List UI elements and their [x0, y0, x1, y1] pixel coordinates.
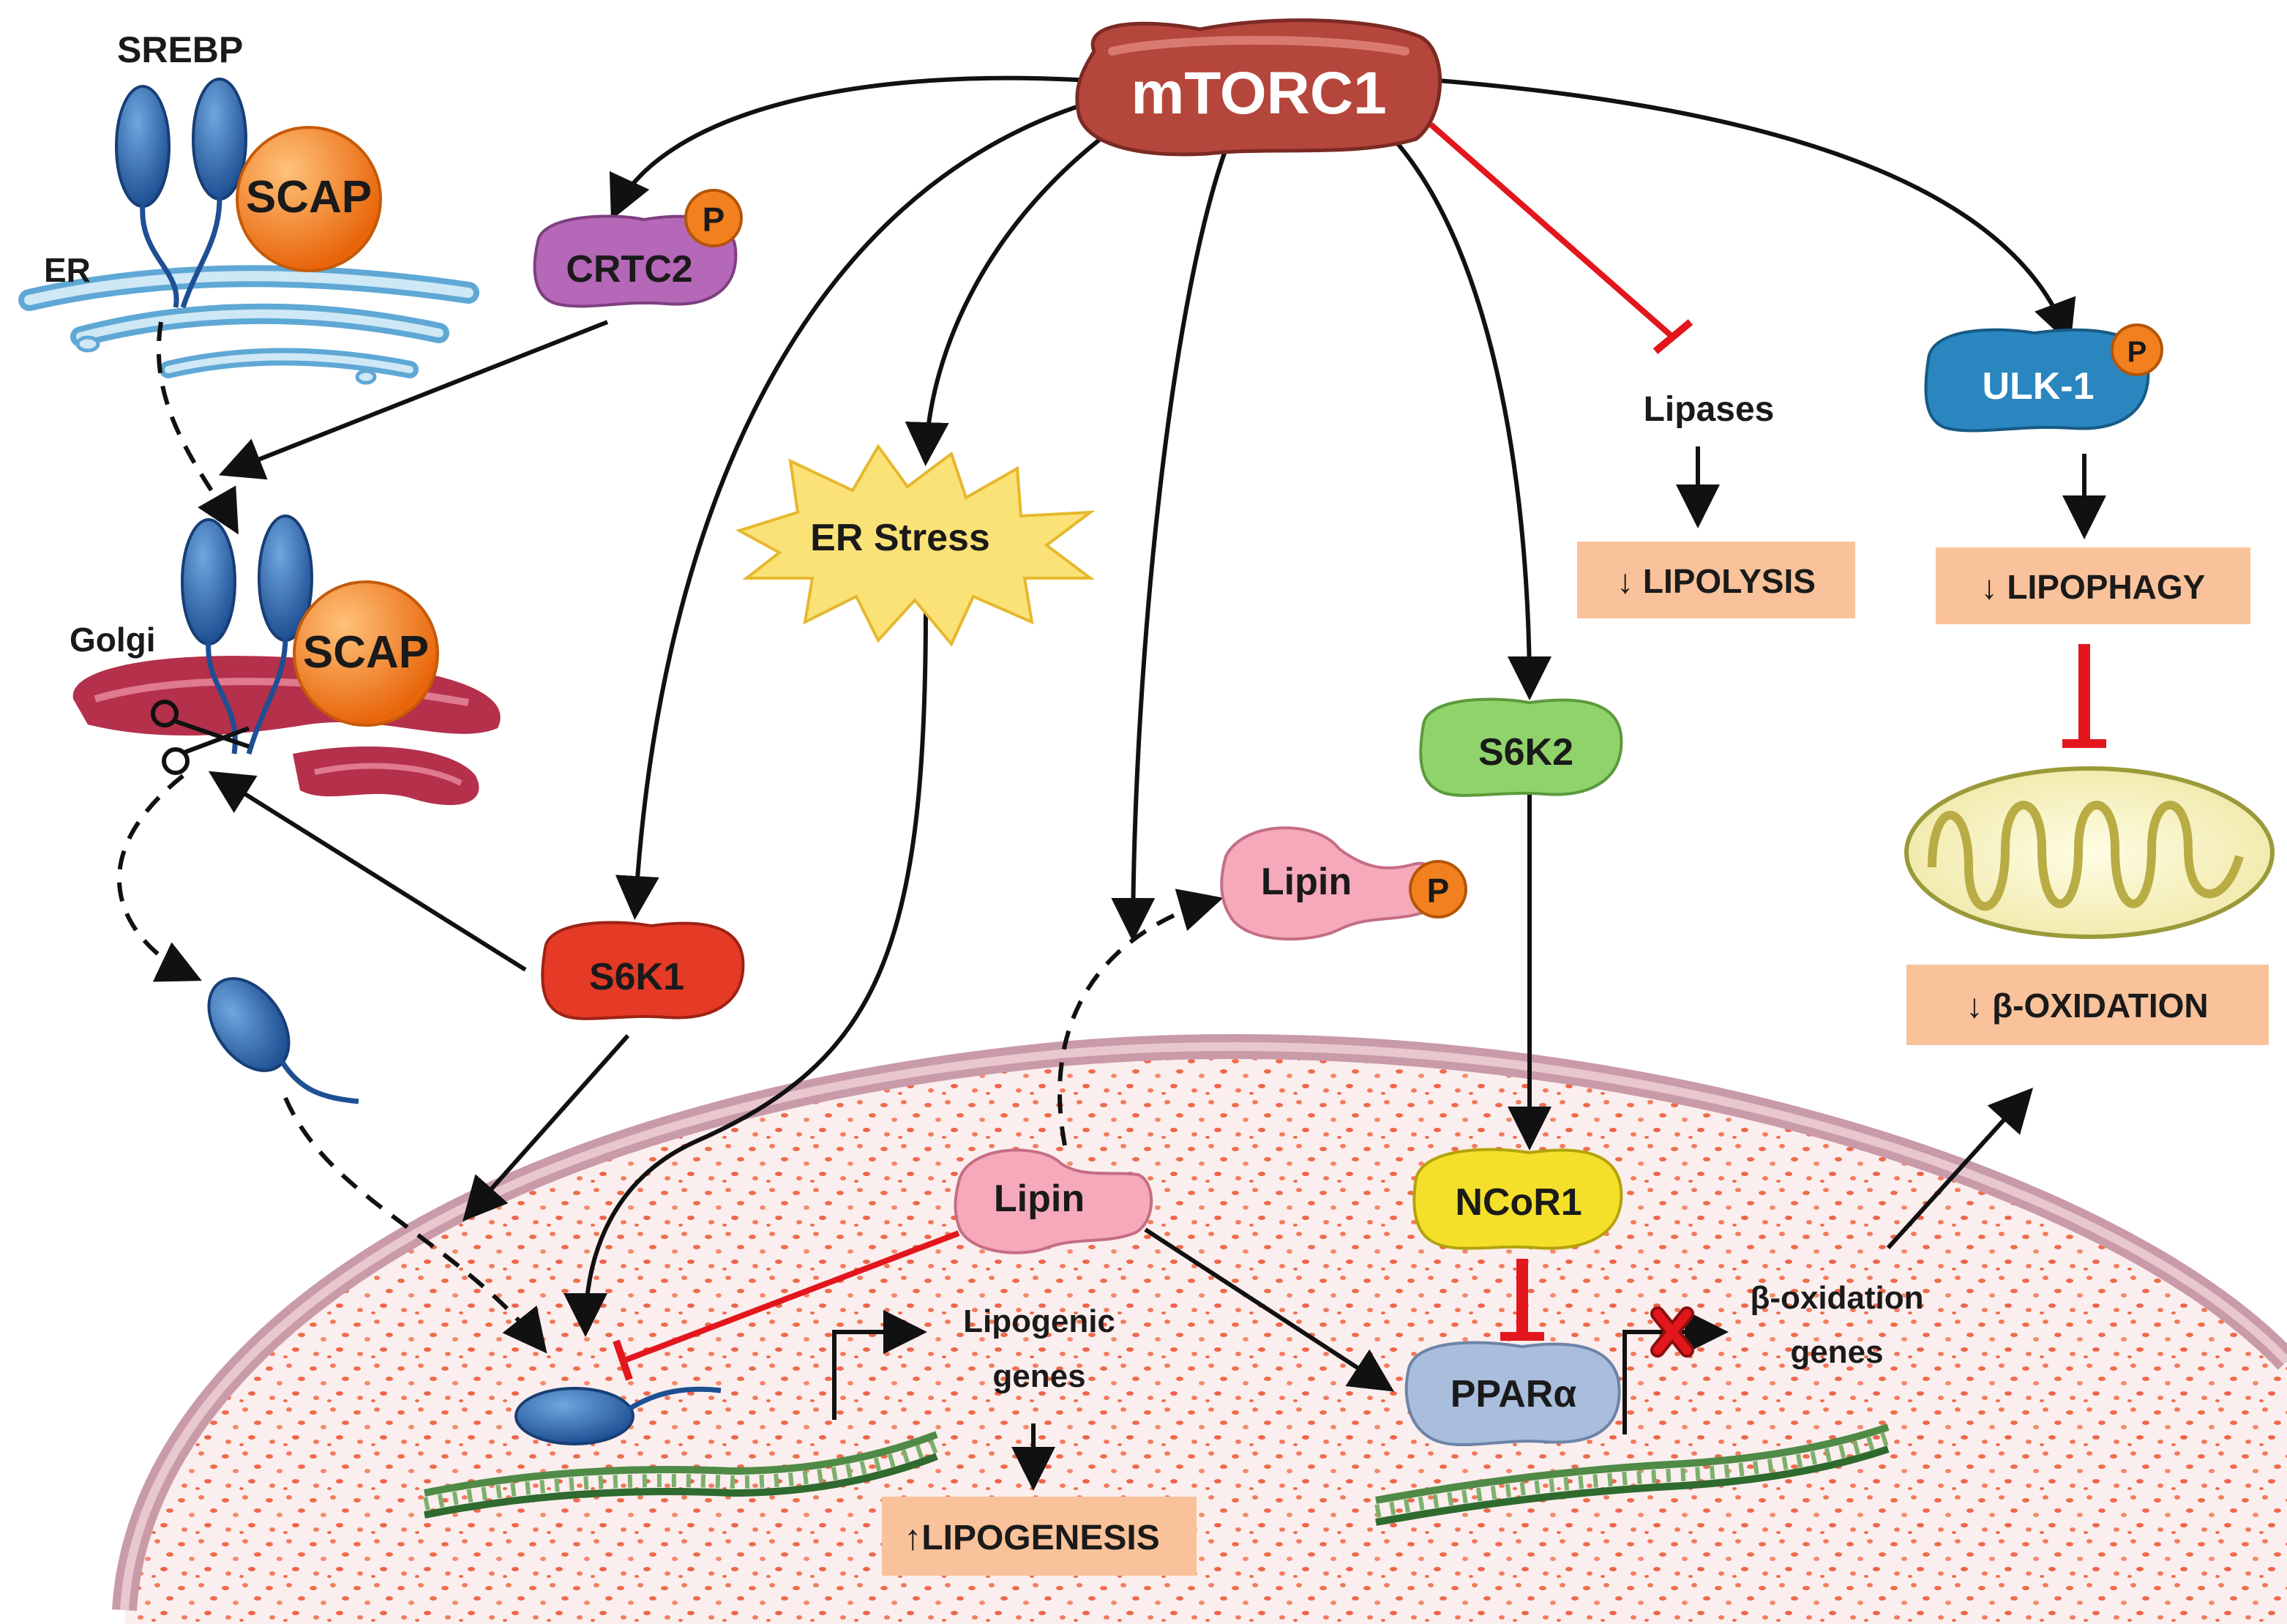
srebp-label: SREBP	[117, 29, 243, 70]
srebp-nuclear	[514, 1386, 722, 1445]
crtc2-node	[533, 214, 738, 308]
ncor1-label: NCoR1	[1455, 1181, 1582, 1224]
beta-oxidation-label: ↓ β-OXIDATION	[1966, 987, 2208, 1025]
er-label: ER	[44, 251, 91, 289]
nucleus	[112, 1034, 2287, 1624]
scap-golgi-label: SCAP	[303, 627, 429, 678]
scap-golgi	[293, 580, 439, 727]
blocked-x-icon	[1650, 1306, 1694, 1358]
golgi-apparatus	[72, 656, 501, 805]
s6k1-label: S6K1	[589, 956, 684, 998]
s6k1-node	[541, 921, 745, 1020]
s6k2-node	[1419, 697, 1623, 797]
lipolysis-label: ↓ LIPOLYSIS	[1617, 562, 1816, 600]
beta-oxidation-box	[1906, 965, 2269, 1045]
lipogenic-genes-line2: genes	[992, 1358, 1085, 1394]
mtorc1-label: mTORC1	[1131, 60, 1386, 127]
ulk1-phospho	[2111, 323, 2163, 376]
golgi-label: Golgi	[70, 621, 156, 659]
lipin-phospho-label: P	[1427, 872, 1450, 910]
lipin-nuc-label: Lipin	[994, 1178, 1085, 1220]
lipolysis-box	[1577, 542, 1855, 618]
mtorc1-node	[1075, 18, 1442, 157]
ulk1-node	[1924, 328, 2150, 433]
crtc2-phospho-label: P	[703, 201, 725, 239]
lipophagy-box	[1936, 547, 2250, 624]
inhibition-connections	[613, 121, 2106, 1381]
scap-er-label: SCAP	[246, 172, 372, 222]
lipin-nuc-node	[954, 1148, 1153, 1254]
ppara-label: PPARα	[1451, 1373, 1577, 1415]
srebp-golgi	[181, 514, 313, 755]
ulk1-label: ULK-1	[1982, 365, 2094, 408]
ppara-node	[1404, 1341, 1621, 1447]
boxidation-genes-line1: β-oxidation	[1750, 1280, 1923, 1316]
boxidation-genes-line2: genes	[1790, 1334, 1883, 1370]
dashed-connections	[117, 321, 1224, 1354]
mitochondrion-icon	[1904, 766, 2275, 939]
er-stress-starburst	[735, 444, 1096, 647]
lipophagy-label: ↓ LIPOPHAGY	[1981, 568, 2206, 606]
dna-strand-lipogenic	[423, 1431, 940, 1519]
connections	[208, 75, 2106, 1491]
crtc2-label: CRTC2	[566, 248, 692, 291]
lipogenesis-label: ↑LIPOGENESIS	[904, 1519, 1159, 1557]
crtc2-phospho	[684, 189, 743, 247]
er-stress-label: ER Stress	[810, 517, 990, 559]
dna-strand-boxidation	[1374, 1423, 1890, 1526]
ulk1-phospho-label: P	[2127, 336, 2147, 368]
cleaved-srebp	[207, 977, 359, 1104]
scissors-icon	[151, 700, 250, 775]
lipin-phospho	[1409, 860, 1467, 918]
endoplasmic-reticulum	[18, 265, 479, 385]
s6k2-label: S6K2	[1478, 731, 1573, 774]
ncor1-node	[1412, 1148, 1623, 1250]
scap-er	[236, 126, 382, 272]
lipogenic-genes-line1: Lipogenic	[963, 1303, 1115, 1339]
lipases-label: Lipases	[1644, 390, 1775, 429]
lipogenesis-box	[882, 1497, 1197, 1576]
srebp-er	[115, 78, 247, 309]
lipin-cyto-label: Lipin	[1261, 861, 1352, 903]
